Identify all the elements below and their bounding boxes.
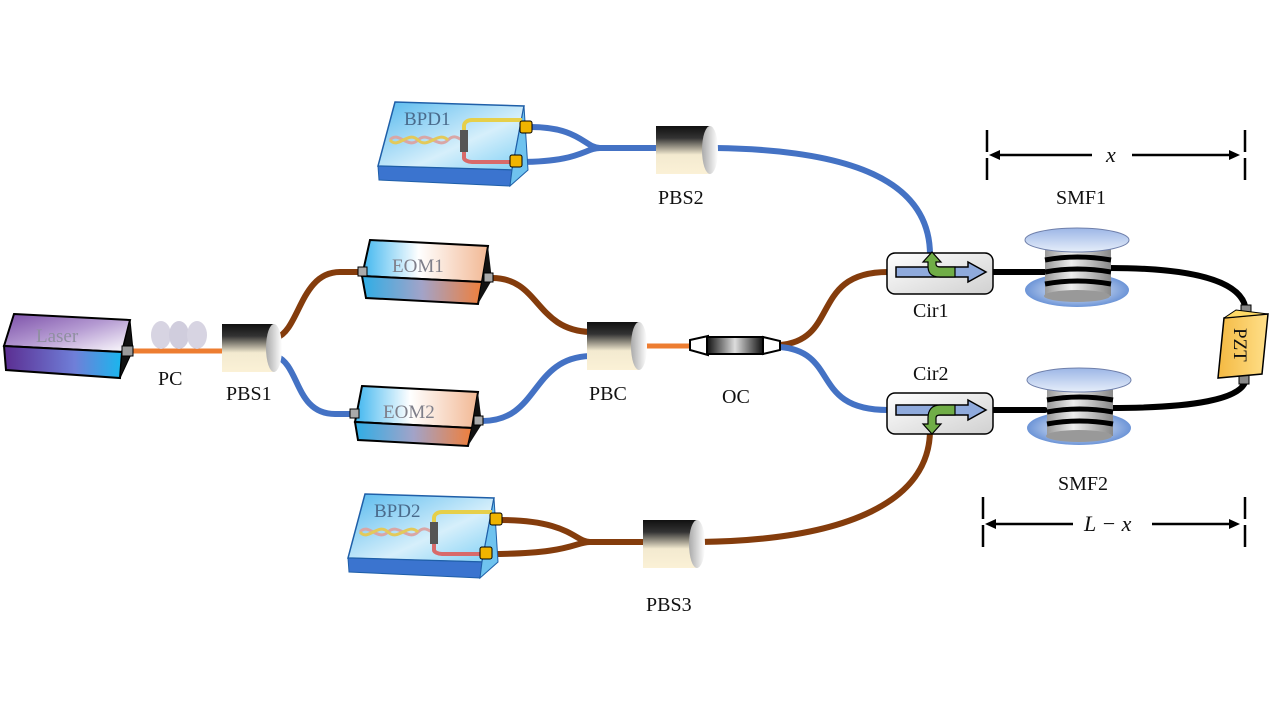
fiber-cir2-pbs3 — [697, 427, 933, 545]
laser-label: Laser — [36, 326, 79, 347]
bpd2: BPD2 — [347, 493, 503, 580]
smf2-label: SMF2 — [1058, 473, 1108, 495]
fiber-pbs2-bpd1-b — [517, 145, 603, 165]
fiber-pbs3-bpd2-a — [497, 517, 648, 545]
fiber-pbs1-eom2 — [273, 353, 359, 417]
dimension-x — [985, 130, 1247, 186]
pbs1: PBS1 — [222, 324, 282, 405]
pbs3: PBS3 — [643, 520, 705, 616]
laser: Laser — [2, 312, 134, 380]
fiber-cir1-pbs2 — [713, 145, 933, 258]
eom2-label: EOM2 — [383, 402, 435, 423]
oc-label: OC — [722, 386, 750, 408]
bpd2-label: BPD2 — [374, 501, 420, 522]
fibers — [130, 124, 1249, 557]
eom1: EOM1 — [357, 238, 494, 306]
pbs2: PBS2 — [656, 126, 718, 209]
smf1-label: SMF1 — [1056, 187, 1106, 209]
pbc: PBC — [587, 322, 647, 405]
optical-coupler: OC — [689, 334, 781, 408]
fiber-eom1-pbc — [489, 275, 593, 335]
pbs3-label: PBS3 — [646, 594, 692, 616]
bpd1-port-1 — [519, 120, 533, 134]
pc-label: PC — [158, 368, 182, 390]
smf1-spool: SMF1 — [1024, 187, 1130, 307]
bpd2-port-2 — [479, 546, 493, 560]
fiber-pbs1-eom1 — [273, 269, 365, 341]
bpd1: BPD1 — [377, 101, 533, 188]
circulator-2: Cir2 — [886, 363, 994, 435]
fiber-pbs2-bpd1-a — [527, 124, 663, 151]
dimension-l-minus-x-label: L − x — [1083, 511, 1132, 536]
bpd2-port-1 — [489, 512, 503, 526]
pzt: PZT — [1217, 304, 1269, 385]
pbs1-label: PBS1 — [226, 383, 272, 405]
eom1-label: EOM1 — [392, 256, 444, 277]
dimension-l-minus-x — [981, 497, 1247, 550]
bpd1-port-2 — [509, 154, 523, 168]
pbc-label: PBC — [589, 383, 627, 405]
fiber-pbs3-bpd2-b — [487, 539, 593, 557]
fiber-oc-cir2 — [777, 344, 891, 413]
fiber-eom2-pbc — [479, 353, 593, 424]
circulator-1: Cir1 — [886, 251, 994, 322]
pzt-label: PZT — [1229, 328, 1250, 362]
bpd1-label: BPD1 — [404, 109, 450, 130]
dimension-x-label: x — [1105, 142, 1116, 167]
laser-port — [121, 345, 134, 357]
cir2-label: Cir2 — [913, 363, 949, 385]
fiber-oc-cir1 — [777, 269, 891, 348]
cir1-label: Cir1 — [913, 300, 949, 322]
pbs2-label: PBS2 — [658, 187, 704, 209]
smf2-spool: SMF2 — [1026, 367, 1132, 495]
fiber-smf2-pzt — [1107, 375, 1249, 411]
eom2: EOM2 — [349, 384, 484, 448]
fiber-smf1-pzt — [1107, 265, 1249, 315]
polarization-controller: PC — [151, 321, 207, 390]
